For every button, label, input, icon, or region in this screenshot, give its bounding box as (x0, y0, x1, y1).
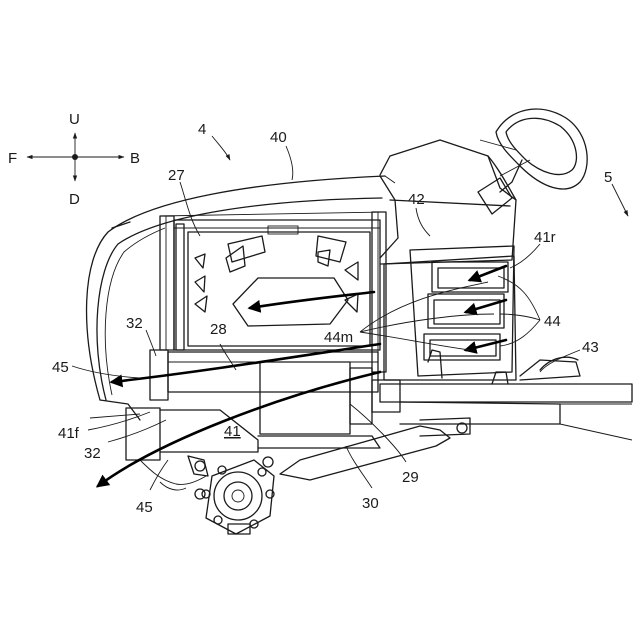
label-29: 29 (402, 469, 419, 486)
dir-front: F (8, 150, 17, 167)
label-32-top: 32 (126, 315, 143, 332)
compass-center (72, 154, 78, 160)
side-panel (384, 246, 516, 380)
direction-compass: U D F B (8, 111, 140, 208)
label-45-bottom: 45 (136, 499, 153, 516)
steering-linkage (280, 418, 470, 480)
dir-down: D (69, 191, 80, 208)
label-43: 43 (582, 339, 599, 356)
label-41r: 41r (534, 229, 556, 246)
label-4: 4 (198, 121, 206, 138)
label-41f: 41f (58, 425, 80, 442)
dir-back: B (130, 150, 140, 167)
dir-up: U (69, 111, 80, 128)
airflow-arrows (98, 266, 506, 486)
label-27: 27 (168, 167, 185, 184)
label-44: 44 (544, 313, 561, 330)
label-44m: 44m (324, 329, 353, 346)
label-40: 40 (270, 129, 287, 146)
rear-chassis (372, 350, 632, 440)
label-41: 41 (224, 423, 241, 440)
wheel-hub (188, 456, 274, 534)
chassis-lower (126, 350, 380, 490)
label-32-bottom: 32 (84, 445, 101, 462)
label-28: 28 (210, 321, 227, 338)
label-45-top: 45 (52, 359, 69, 376)
label-42: 42 (408, 191, 425, 208)
label-30: 30 (362, 495, 379, 512)
flow-arrow-engine (250, 292, 374, 308)
reference-numerals: 4 40 5 27 42 41r 32 28 44m 44 43 45 41f … (52, 121, 612, 516)
dashboard (380, 109, 587, 264)
label-5: 5 (604, 169, 612, 186)
